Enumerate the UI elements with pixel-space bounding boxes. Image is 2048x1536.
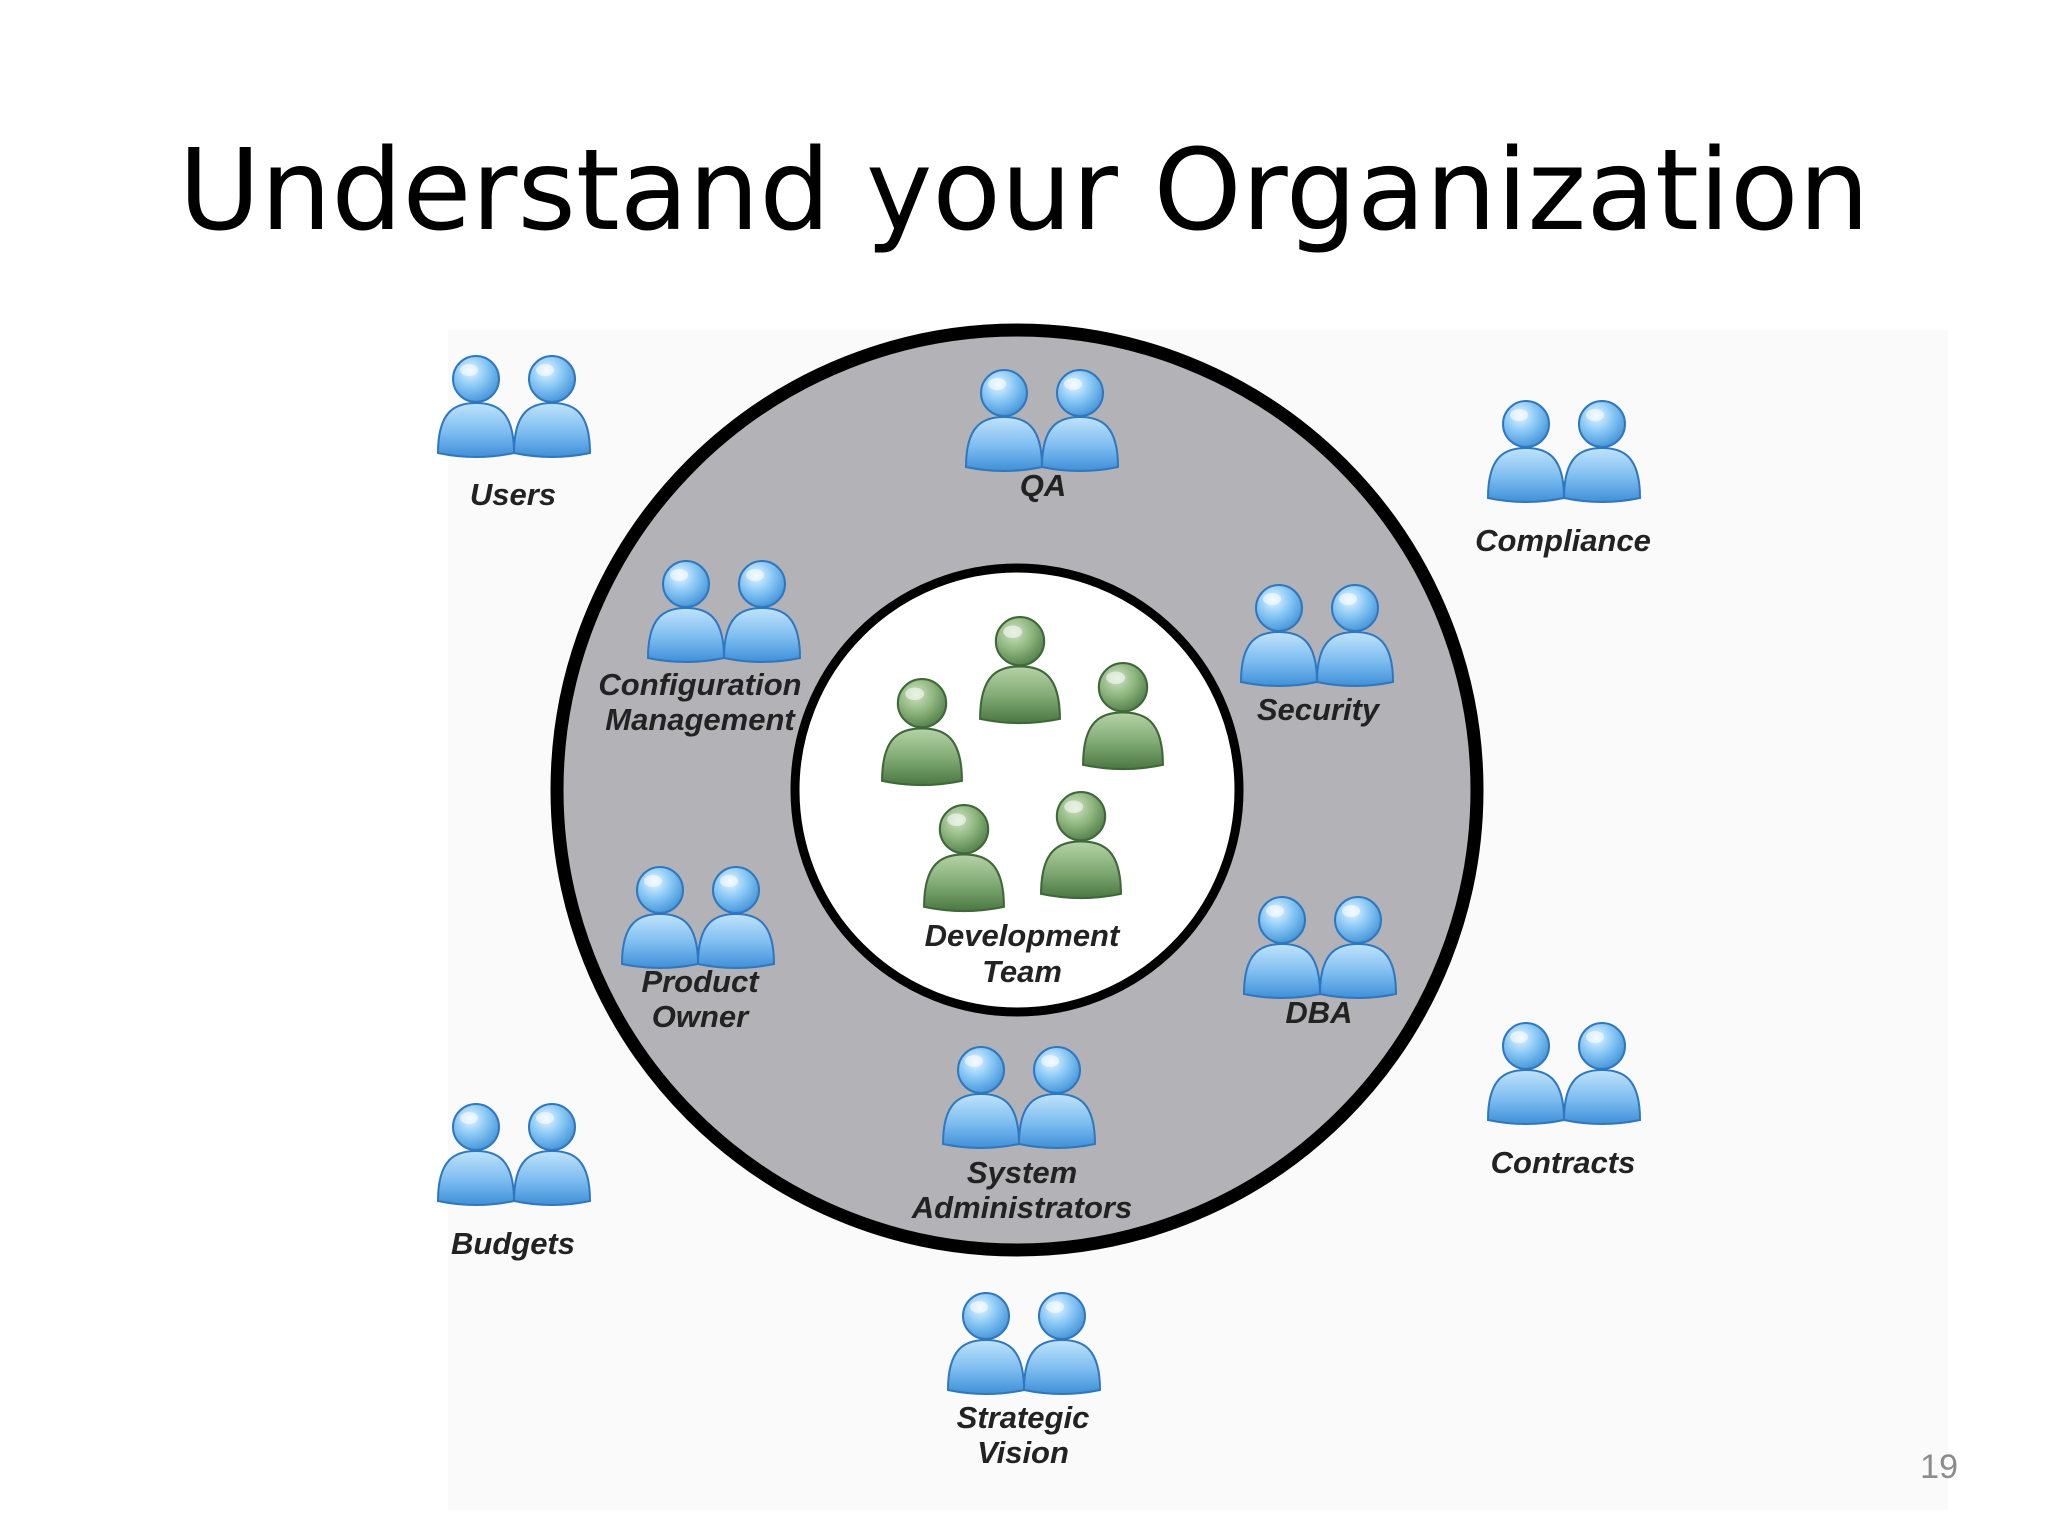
group-label-qa: QA xyxy=(1020,468,1067,503)
blue-people-icon xyxy=(1242,896,1398,999)
person-icon xyxy=(1040,790,1122,900)
blue-people-icon xyxy=(436,1103,592,1206)
person-icon xyxy=(1082,661,1164,771)
blue-people-icon xyxy=(1486,1022,1642,1125)
blue-people-icon xyxy=(620,866,776,969)
group-dba: DBA xyxy=(1242,896,1398,1030)
blue-people-icon xyxy=(646,560,802,663)
person-icon xyxy=(1040,369,1120,472)
person-icon xyxy=(1315,584,1395,687)
person-icon xyxy=(696,866,776,969)
blue-people-icon xyxy=(1239,584,1395,687)
person-icon xyxy=(1239,584,1319,687)
person-icon xyxy=(620,866,700,969)
person-icon xyxy=(923,803,1005,913)
person-icon xyxy=(1017,1046,1097,1149)
person-icon xyxy=(436,355,516,458)
person-icon xyxy=(1562,1022,1642,1125)
green-person-icon xyxy=(881,615,1164,913)
person-icon xyxy=(1318,896,1398,999)
person-icon xyxy=(1486,1022,1566,1125)
group-contracts: Contracts xyxy=(1486,1022,1642,1180)
person-icon xyxy=(964,369,1044,472)
person-icon xyxy=(436,1103,516,1206)
person-icon xyxy=(646,560,726,663)
blue-people-icon xyxy=(946,1292,1102,1395)
group-label-security: Security xyxy=(1257,692,1381,727)
person-icon xyxy=(512,1103,592,1206)
person-icon xyxy=(1486,400,1566,503)
group-label-users: Users xyxy=(470,477,556,512)
slide-title: Understand your Organization xyxy=(178,126,1870,256)
group-compliance: Compliance xyxy=(1475,400,1651,558)
group-label-budgets: Budgets xyxy=(451,1226,575,1261)
person-icon xyxy=(979,615,1061,725)
blue-people-icon xyxy=(1486,400,1642,503)
person-icon xyxy=(881,677,963,787)
person-icon xyxy=(1562,400,1642,503)
person-icon xyxy=(1242,896,1322,999)
person-icon xyxy=(722,560,802,663)
person-icon xyxy=(946,1292,1026,1395)
group-label-compliance: Compliance xyxy=(1475,523,1651,558)
person-icon xyxy=(1022,1292,1102,1395)
group-qa: QA xyxy=(964,369,1120,503)
group-budgets: Budgets xyxy=(436,1103,592,1261)
blue-people-icon xyxy=(964,369,1120,472)
group-label-contracts: Contracts xyxy=(1491,1145,1636,1180)
blue-people-icon xyxy=(436,355,592,458)
group-security: Security xyxy=(1239,584,1395,727)
person-icon xyxy=(512,355,592,458)
group-users: Users xyxy=(436,355,592,512)
person-icon xyxy=(941,1046,1021,1149)
page-number: 19 xyxy=(1920,1448,1958,1486)
group-label-dba: DBA xyxy=(1285,995,1352,1030)
blue-people-icon xyxy=(941,1046,1097,1149)
